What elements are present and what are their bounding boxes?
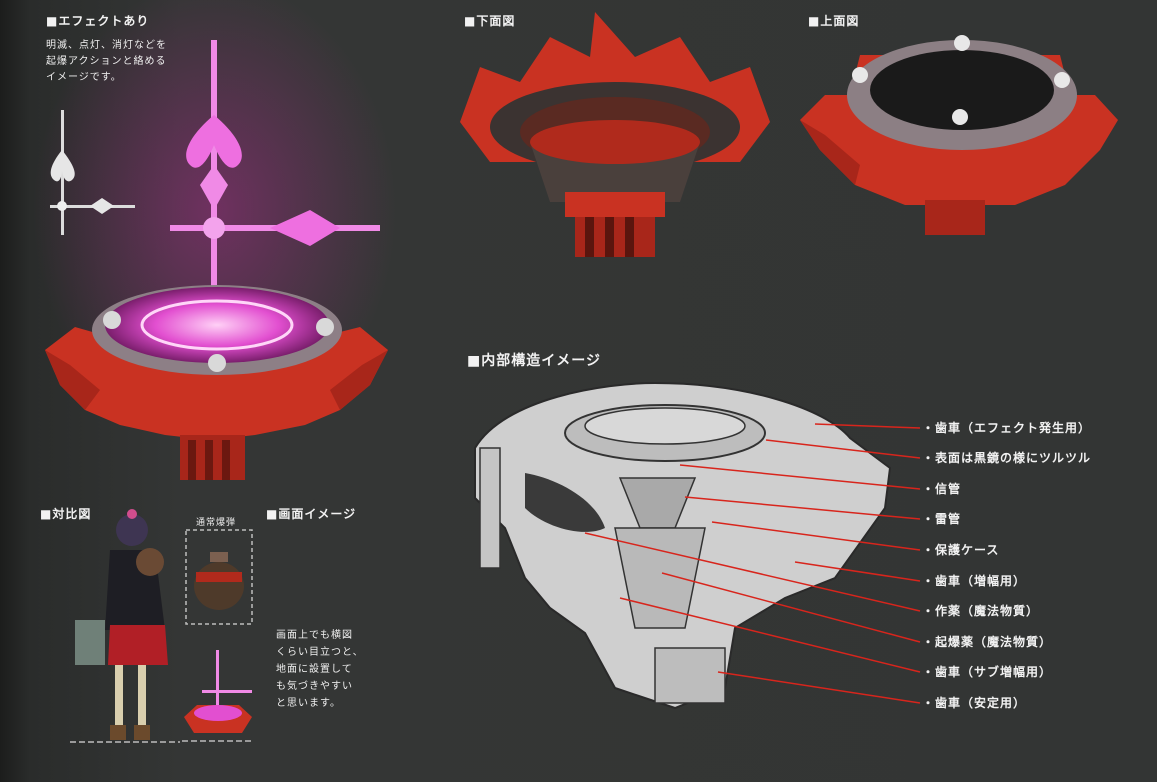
normal-bomb-label: 通常爆弾 — [196, 518, 237, 528]
glowing-face-plate — [105, 287, 329, 363]
callout-sub-amplifier-gear: 歯車（サブ増幅用） — [922, 663, 1052, 680]
callout-stabilizer-gear: 歯車（安定用） — [922, 694, 1026, 711]
top-view-title: ■上面図 — [808, 14, 860, 28]
screen-image-note: 画面上でも横図 くらい目立つと、 地面に設置して も気づきやすい と思います。 — [276, 630, 364, 709]
internal-cavity — [525, 473, 605, 532]
callout-initiating-explosive: 起爆薬（魔法物質） — [922, 633, 1052, 650]
top-opening — [870, 50, 1054, 130]
callout-effect-gear: 歯車（エフェクト発生用） — [922, 419, 1091, 436]
callout-working-agent: 作薬（魔法物質） — [922, 602, 1039, 619]
bottom-view-title: ■下面図 — [464, 14, 516, 28]
internal-structure-illustration — [474, 381, 892, 710]
internal-structure-title: ■内部構造イメージ — [467, 353, 601, 369]
glowing-bomb-illustration — [45, 40, 388, 480]
effect-note: 明滅、点灯、消灯などを 起爆アクションと絡める イメージです。 — [46, 40, 167, 83]
callout-fuse: 信管 — [922, 480, 961, 497]
character-figure — [70, 509, 180, 743]
screen-image-bomb — [182, 650, 254, 742]
callout-protective-case: 保護ケース — [922, 541, 999, 558]
clock-hand-ornament — [186, 115, 242, 168]
callout-detonator: 雷管 — [922, 510, 961, 527]
screen-image-title: ■画面イメージ — [266, 507, 357, 521]
normal-bomb-illustration — [185, 529, 253, 625]
bottom-view-illustration — [460, 12, 770, 257]
character-head — [116, 514, 148, 546]
silver-hand-sketch — [50, 110, 135, 235]
top-view-illustration — [800, 35, 1118, 235]
callout-mirror-surface: 表面は黒鏡の様にツルツル — [922, 449, 1091, 466]
effect-section-title: ■エフェクトあり — [46, 14, 150, 28]
callout-amplifier-gear: 歯車（増幅用） — [922, 572, 1026, 589]
comparison-title: ■対比図 — [40, 507, 92, 521]
